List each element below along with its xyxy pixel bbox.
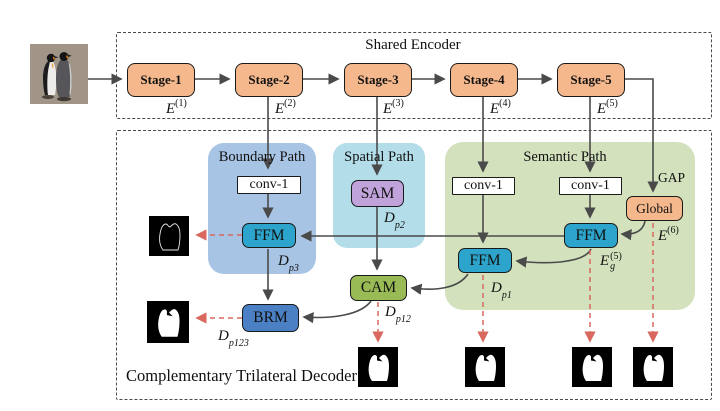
label-e5: E(5) [597, 98, 618, 117]
decoder-box [116, 130, 712, 400]
label-e3: E(3) [383, 98, 404, 117]
stage-5-block: Stage-5 [557, 63, 625, 97]
boundary-path-label: Boundary Path [218, 149, 306, 165]
conv1-semantic-left-block: conv-1 [452, 177, 515, 195]
spatial-path-label: Spatial Path [344, 149, 414, 165]
boundary-edge-mask [149, 216, 189, 256]
conv1-semantic-right-block: conv-1 [559, 177, 622, 195]
stage-1-block: Stage-1 [127, 63, 195, 97]
label-dp2: Dp2 [384, 210, 405, 231]
label-dp12: Dp12 [385, 304, 411, 325]
label-dp123: Dp123 [218, 328, 249, 349]
label-e1: E(1) [166, 98, 187, 117]
cam-block: CAM [350, 275, 407, 301]
input-image [30, 44, 88, 104]
label-e6: E(6) [658, 225, 679, 244]
stage-3-block: Stage-3 [344, 63, 412, 97]
encoder-title: Shared Encoder [365, 37, 461, 53]
ffm-semantic-right-block: FFM [564, 223, 618, 248]
stage-2-block: Stage-2 [235, 63, 303, 97]
label-dp1: Dp1 [491, 280, 512, 301]
saliency-mask-dp123 [147, 301, 189, 343]
decoder-title: Complementary Trilateral Decoder [126, 366, 357, 385]
saliency-mask-eg5 [572, 347, 612, 387]
label-eg5: E(5)g [600, 251, 622, 272]
conv1-boundary-block: conv-1 [237, 176, 301, 194]
ffm-boundary-block: FFM [242, 223, 296, 248]
saliency-mask-dp1 [465, 347, 505, 387]
brm-block: BRM [242, 304, 299, 332]
label-e2: E(2) [275, 98, 296, 117]
sam-block: SAM [351, 180, 404, 207]
label-e4: E(4) [490, 98, 511, 117]
saliency-mask-e6 [633, 347, 673, 387]
stage-4-block: Stage-4 [450, 63, 518, 97]
saliency-mask-dp12 [358, 347, 398, 387]
semantic-path-label: Semantic Path [523, 149, 607, 165]
ffm-semantic-left-block: FFM [458, 248, 512, 273]
label-dp3: Dp3 [278, 253, 299, 274]
boundary-path-panel [208, 143, 316, 274]
gap-label: GAP [658, 170, 686, 185]
global-block: Global [626, 196, 683, 221]
